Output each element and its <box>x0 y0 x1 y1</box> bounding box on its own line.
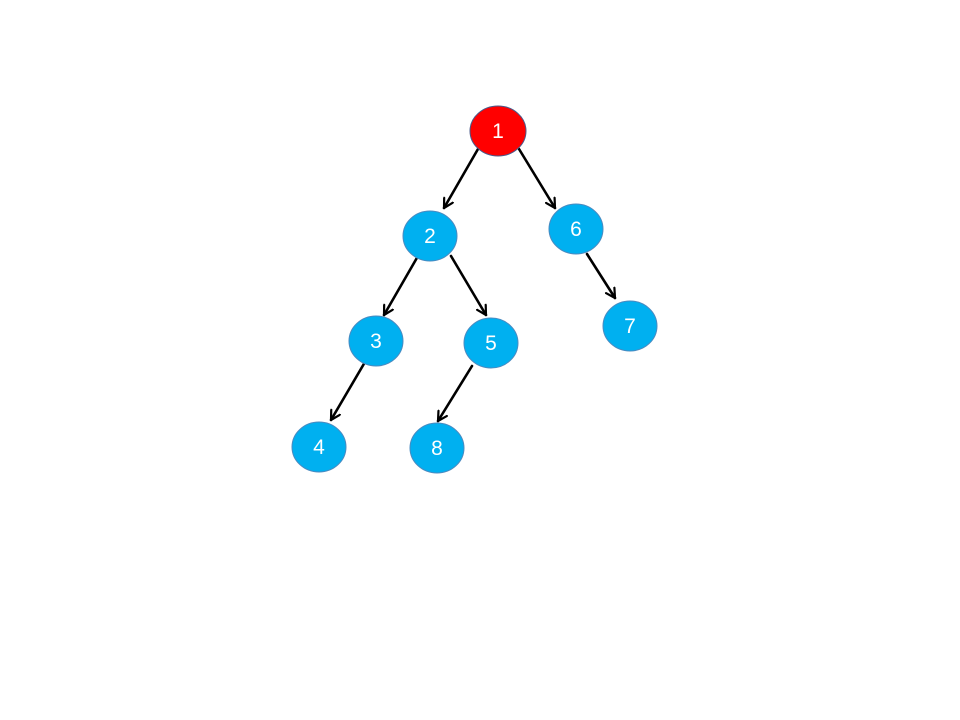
edge-arrow-2-to-3 <box>382 254 420 317</box>
tree-node-6: 6 <box>548 203 604 255</box>
node-label: 5 <box>485 332 497 355</box>
tree-node-2: 2 <box>402 210 458 262</box>
edge-arrow-2-to-5 <box>449 254 488 317</box>
tree-node-1: 1 <box>469 105 527 157</box>
edge-arrow-1-to-2 <box>442 147 480 210</box>
nodes: 1 2 6 3 5 7 4 8 <box>291 105 658 474</box>
node-circle <box>463 317 519 369</box>
node-label: 4 <box>313 436 325 459</box>
edge-arrow-5-to-8 <box>436 364 474 423</box>
node-circle <box>548 203 604 255</box>
edge-arrow-1-to-6 <box>517 147 557 210</box>
node-label: 7 <box>624 315 636 338</box>
tree-node-8: 8 <box>409 422 465 474</box>
node-circle <box>602 300 658 352</box>
node-circle <box>402 210 458 262</box>
node-label: 3 <box>370 330 382 353</box>
node-label: 6 <box>570 218 582 241</box>
tree-node-5: 5 <box>463 317 519 369</box>
tree-node-3: 3 <box>348 315 404 367</box>
node-label: 2 <box>424 225 436 248</box>
node-label: 8 <box>431 437 443 460</box>
tree-node-4: 4 <box>291 421 347 473</box>
edge-arrow-3-to-4 <box>329 360 367 422</box>
edges <box>329 147 617 423</box>
root-node-circle <box>469 105 527 157</box>
node-circle <box>409 422 465 474</box>
edge-arrow-6-to-7 <box>585 252 617 300</box>
node-circle <box>291 421 347 473</box>
tree-node-7: 7 <box>602 300 658 352</box>
node-label: 1 <box>492 120 504 143</box>
node-circle <box>348 315 404 367</box>
